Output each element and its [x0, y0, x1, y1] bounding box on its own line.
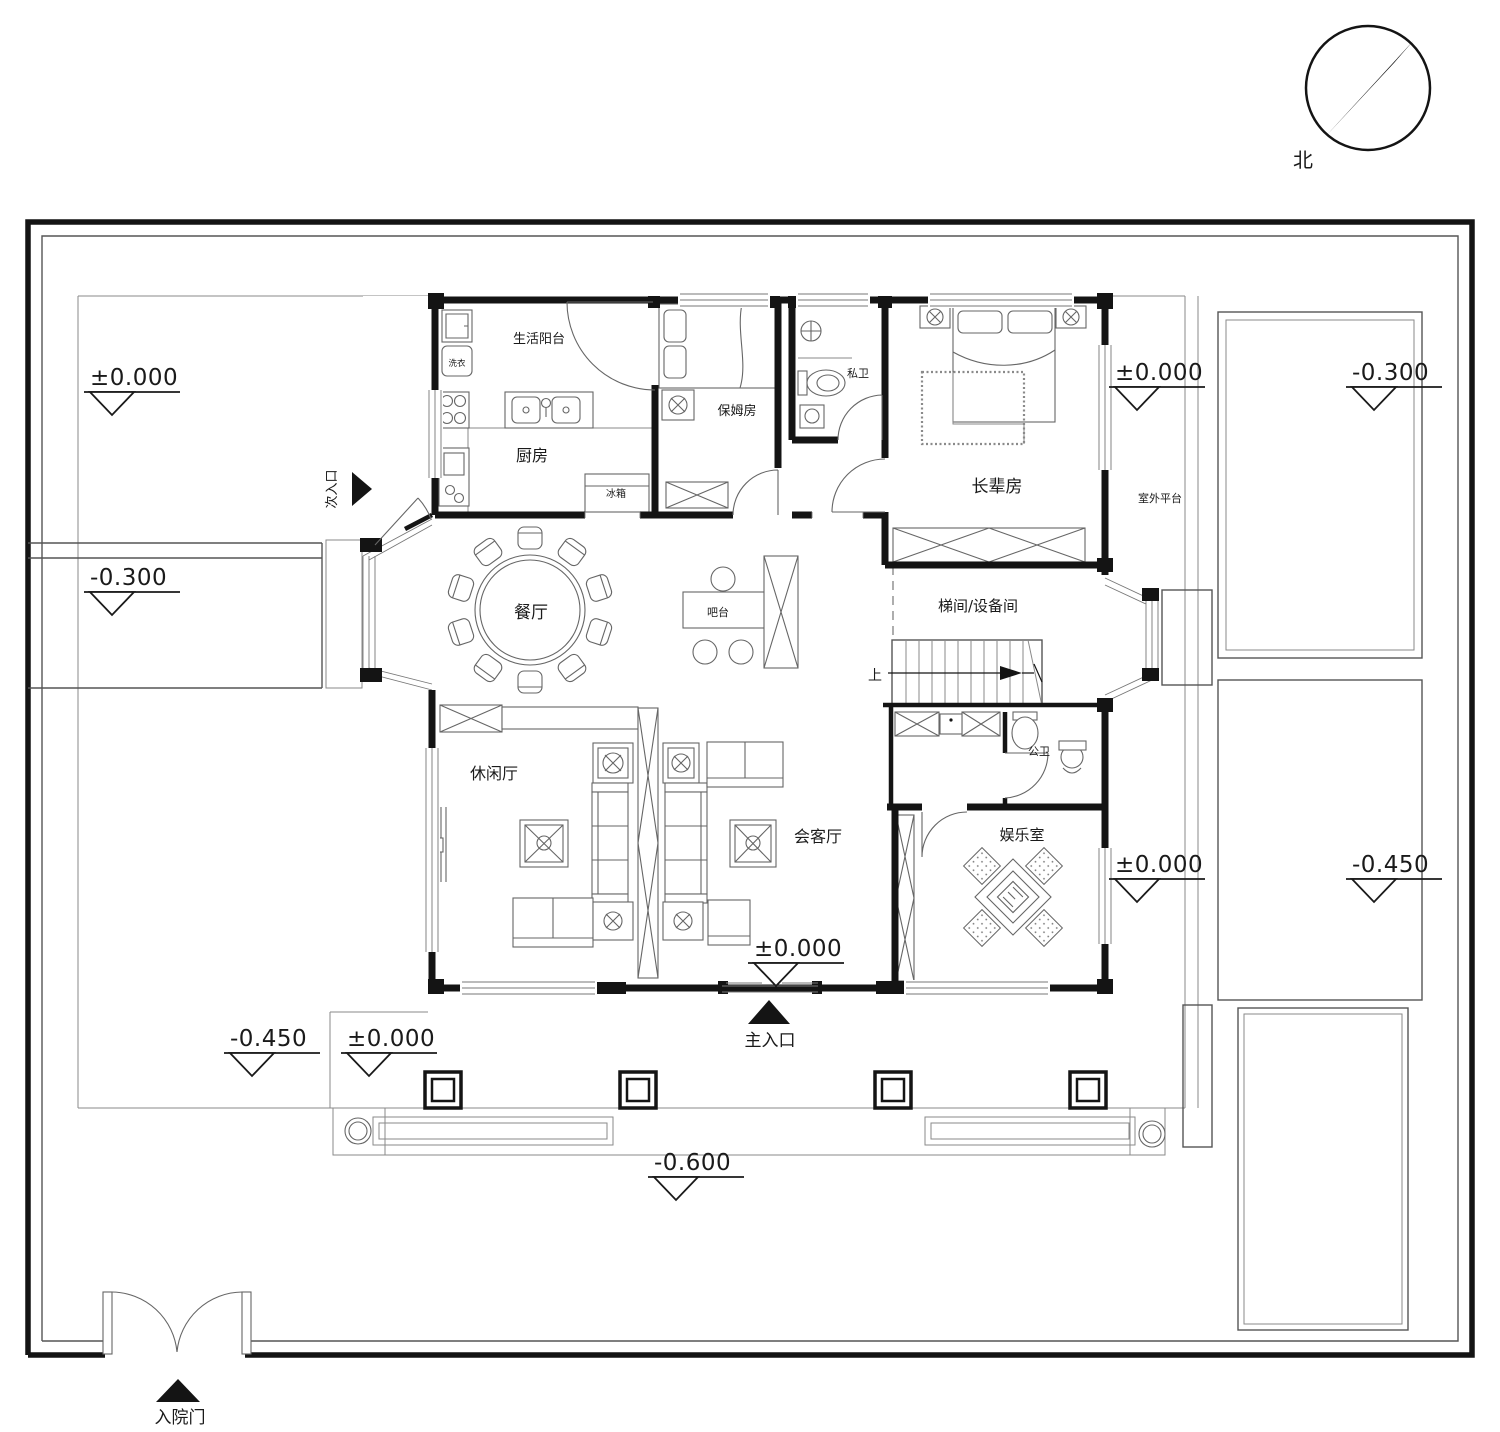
secondary-entrance-marker: 次入口	[324, 469, 372, 509]
secondary-entrance-label: 次入口	[324, 469, 340, 508]
dining-label: 餐厅	[514, 603, 548, 623]
svg-text:-0.300: -0.300	[90, 565, 167, 591]
outdoor-platform-label: 室外平台	[1138, 491, 1182, 505]
doors	[374, 301, 1049, 993]
elevation-marker: ±0.000	[341, 1026, 437, 1078]
courtyard-paving-lines	[28, 295, 1199, 1109]
elevation-markers: ±0.000 -0.300 ±0.000 -0.300 ±0.000 -0.45…	[84, 360, 1442, 1202]
living-hall-furniture	[437, 704, 784, 979]
svg-text:±0.000: ±0.000	[347, 1026, 435, 1052]
site-boundary-wall	[25, 219, 1475, 1358]
public-bath-label: 公卫	[1028, 745, 1050, 758]
elevation-marker: ±0.000	[84, 365, 180, 417]
kitchen-fixtures	[435, 391, 652, 513]
fridge-label: 冰箱	[606, 487, 626, 500]
fridge	[584, 473, 650, 513]
elevation-marker: -0.300	[84, 565, 180, 617]
elevation-marker: -0.450	[1346, 852, 1442, 904]
windows	[424, 292, 1113, 996]
secondary-entrance-arrow-icon	[352, 472, 372, 506]
bar-label: 吧台	[707, 605, 729, 619]
reception-label: 会客厅	[794, 827, 842, 846]
dining-table	[447, 526, 613, 694]
nanny-room-furniture	[658, 303, 778, 509]
leisure-label: 休闲厅	[470, 764, 518, 783]
elevation-marker: -0.300	[1346, 360, 1442, 412]
svg-text:±0.000: ±0.000	[754, 936, 842, 962]
porch-columns	[423, 1070, 1108, 1110]
room-labels: 生活阳台 洗衣 厨房 冰箱 保姆房 私卫 长辈房 室外平台 餐厅 吧台 梯间/设…	[448, 332, 1182, 846]
elevation-marker: -0.450	[224, 1026, 320, 1078]
nanny-label: 保姆房	[717, 403, 756, 419]
laundry-label: 洗衣	[448, 358, 466, 369]
main-entrance-label: 主入口	[745, 1031, 796, 1051]
main-entrance-marker: 主入口	[745, 1000, 796, 1051]
entertainment-furniture	[895, 814, 1064, 982]
laundry-balcony-fixtures	[441, 309, 473, 377]
main-entrance-arrow-icon	[748, 1000, 790, 1024]
stair-up-label: 上	[868, 668, 882, 684]
dining-bay-window	[362, 518, 433, 691]
right-pilaster	[1161, 589, 1213, 1148]
gate-arrow-icon	[156, 1379, 200, 1402]
gate-label: 入院门	[155, 1408, 206, 1428]
compass-needle-icon	[1325, 40, 1414, 137]
svg-text:-0.300: -0.300	[1352, 360, 1429, 386]
courtyard-gate	[102, 1291, 252, 1355]
public-bath-fixtures	[1011, 711, 1087, 774]
elevation-marker: ±0.000	[748, 936, 844, 988]
elevation-marker: ±0.000	[1109, 852, 1205, 904]
balcony-label: 生活阳台	[513, 332, 565, 347]
stair-bay-window	[1104, 577, 1159, 703]
wall-corner-blocks	[360, 293, 1159, 994]
svg-text:-0.450: -0.450	[1352, 852, 1429, 878]
elder-room-label: 长辈房	[972, 477, 1023, 497]
svg-text:±0.000: ±0.000	[1115, 360, 1203, 386]
elevation-marker: -0.600	[648, 1150, 744, 1202]
bar-counter	[682, 555, 799, 669]
svg-text:±0.000: ±0.000	[90, 365, 178, 391]
compass: 北	[1293, 24, 1432, 172]
svg-text:±0.000: ±0.000	[1115, 852, 1203, 878]
svg-text:-0.600: -0.600	[654, 1150, 731, 1176]
stair-room-label: 梯间/设备间	[938, 597, 1018, 615]
planting-bed-top-right	[1217, 311, 1423, 659]
planting-bed-right	[1217, 679, 1423, 1001]
svg-text:-0.450: -0.450	[230, 1026, 307, 1052]
compass-north-label: 北	[1293, 148, 1313, 172]
kitchen-label: 厨房	[516, 446, 548, 465]
private-bath-label: 私卫	[847, 367, 869, 380]
porch	[332, 1107, 1166, 1156]
gate-entrance-marker: 入院门	[155, 1379, 206, 1428]
planting-bed-bottom-right	[1237, 1007, 1409, 1331]
entertainment-label: 娱乐室	[999, 826, 1044, 844]
elevation-marker: ±0.000	[1109, 360, 1205, 412]
private-bath-fixtures	[797, 320, 852, 429]
